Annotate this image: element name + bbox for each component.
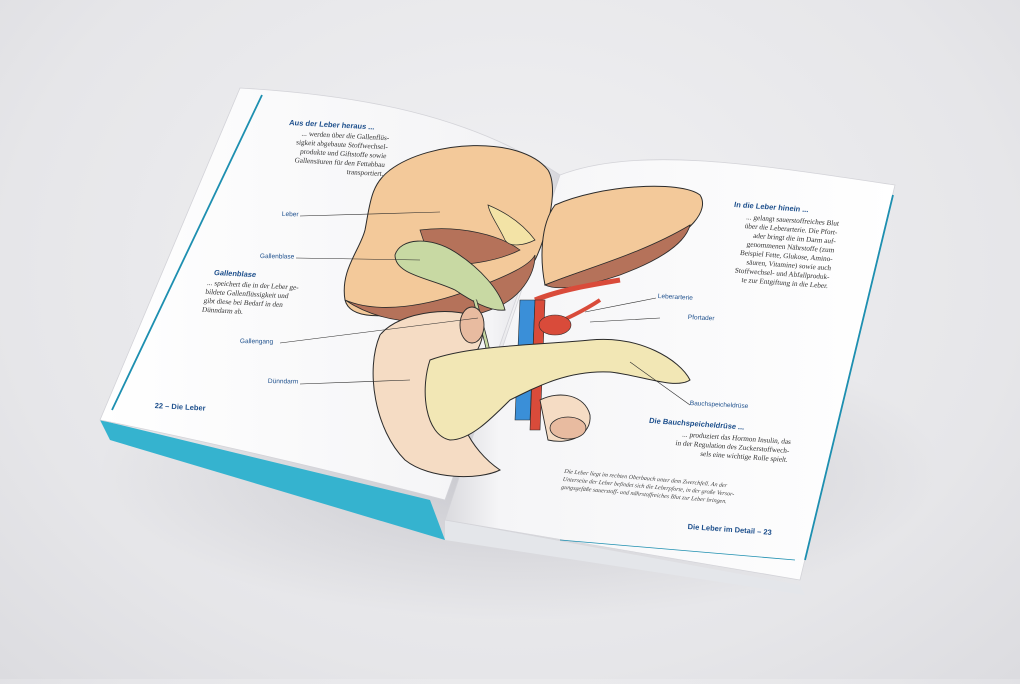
vessel-junction — [538, 314, 572, 336]
right-page-accent-line — [804, 194, 894, 561]
left-text-1: ... werden über die Gallenflüs- sigkeit … — [294, 129, 390, 178]
label-pfortader: Pfortader — [687, 314, 715, 323]
left-page-accent-line — [111, 94, 263, 411]
gallbladder — [394, 240, 506, 311]
leader-lines — [279, 211, 691, 406]
label-gallengang: Gallengang — [239, 338, 274, 346]
label-leber: Leber — [281, 211, 299, 219]
page-block-edge — [445, 520, 805, 595]
duodenum-opening — [459, 306, 485, 344]
pancreas — [424, 338, 691, 441]
ligament — [487, 204, 536, 246]
back-cover — [100, 420, 445, 540]
label-gallenblase: Gallenblase — [259, 253, 295, 261]
hepatic-artery — [534, 277, 621, 303]
right-page-bottom-rule — [559, 539, 796, 561]
right-text-1: ... gelangt sauerstoffreiches Blut über … — [734, 213, 840, 291]
intestine-opening — [549, 416, 587, 440]
label-duenndarm: Dünndarm — [267, 378, 299, 386]
left-text-2: ... speichert die in der Leber ge- bilde… — [201, 279, 300, 316]
